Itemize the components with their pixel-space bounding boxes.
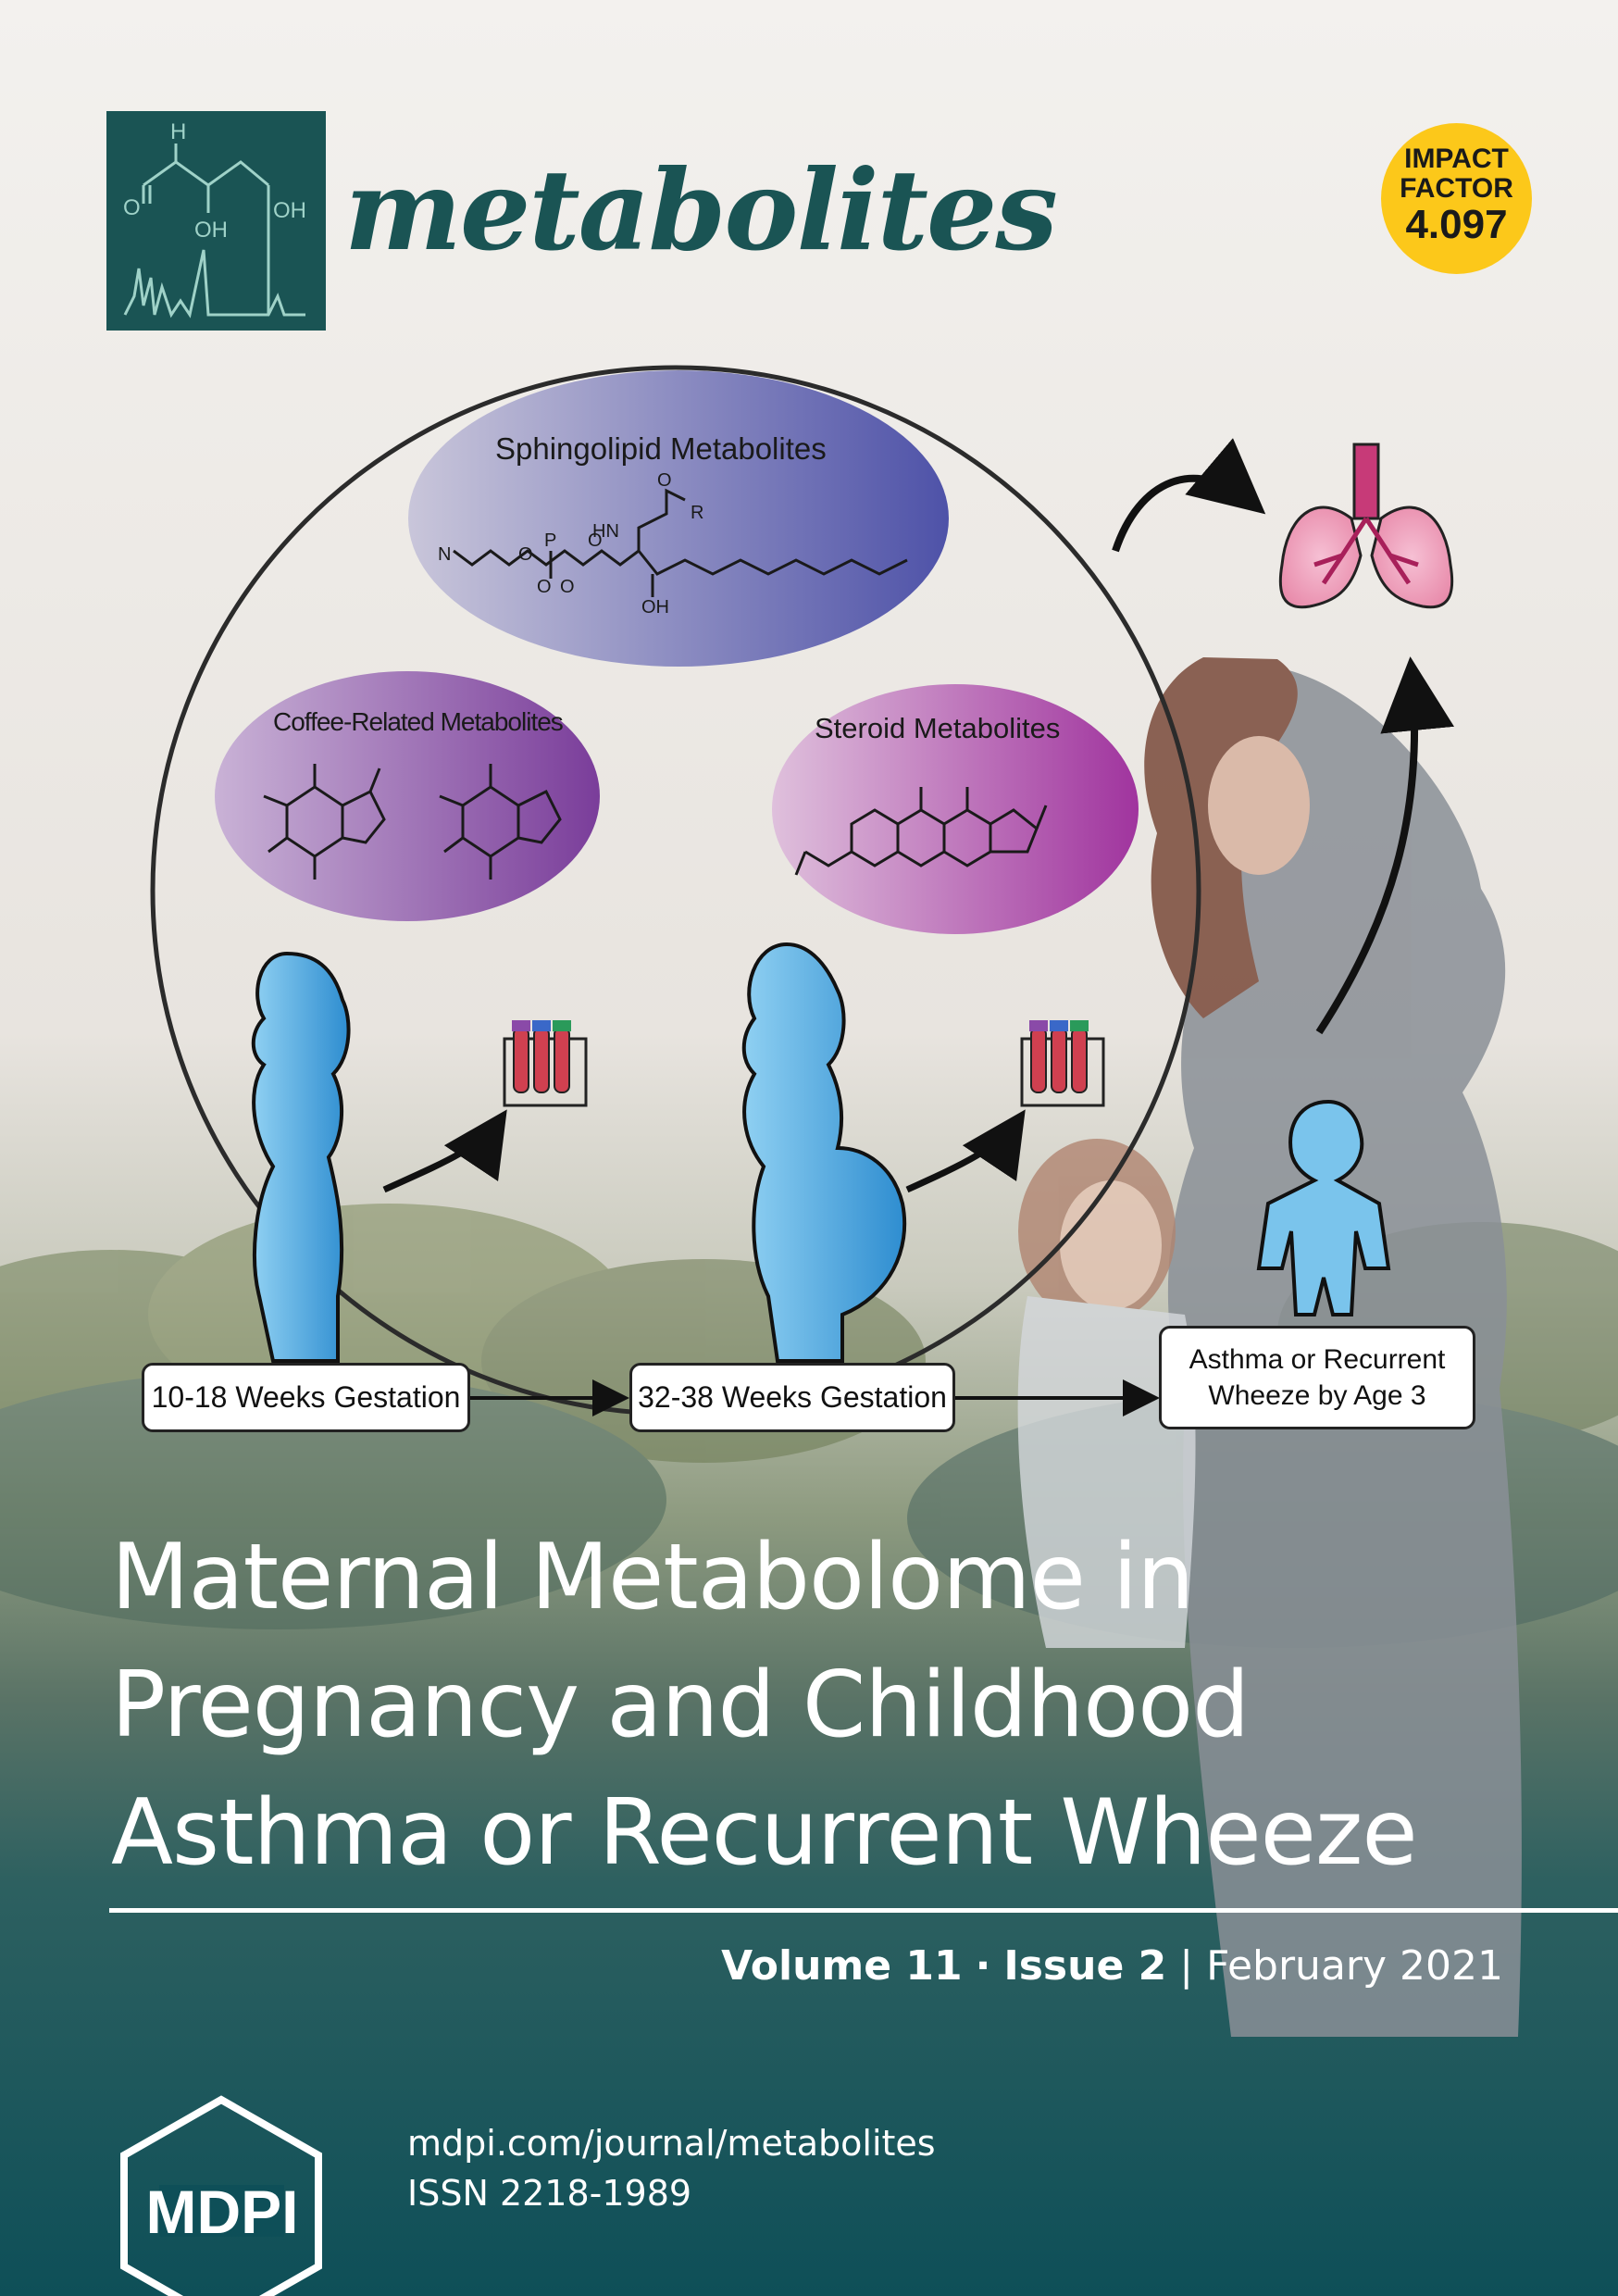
early-pregnancy-figure bbox=[251, 951, 351, 1363]
sphingolipid-structure bbox=[453, 488, 908, 597]
arrow-to-tubes-2 bbox=[905, 1109, 1026, 1193]
timeline-label-outcome-1: Asthma or Recurrent bbox=[1189, 1344, 1446, 1375]
late-pregnancy-figure bbox=[741, 942, 907, 1363]
article-title: Maternal Metabolome in Pregnancy and Chi… bbox=[111, 1514, 1555, 1897]
paraxanthine-structure bbox=[439, 764, 562, 880]
logo-label-oh1: OH bbox=[273, 198, 306, 223]
caffeine-structure bbox=[263, 764, 386, 880]
steroid-oval bbox=[772, 684, 1139, 934]
sphingolipid-oval bbox=[408, 370, 949, 667]
svg-text:P: P bbox=[544, 530, 556, 551]
child-figure bbox=[1256, 1099, 1391, 1316]
svg-text:N: N bbox=[438, 544, 451, 565]
divider-rule bbox=[109, 1908, 1618, 1913]
svg-text:O: O bbox=[588, 530, 603, 551]
mdpi-logo-icon: MDPI bbox=[120, 2095, 322, 2296]
timeline-box-outcome: Asthma or Recurrent Wheeze by Age 3 bbox=[1159, 1326, 1475, 1429]
impact-factor-line1: IMPACT bbox=[1404, 144, 1509, 174]
test-tubes-icon-1 bbox=[503, 1020, 588, 1107]
issue-label: Issue 2 bbox=[1003, 1942, 1167, 1990]
sphingolipid-label: Sphingolipid Metabolites bbox=[495, 431, 827, 466]
arrow-child-to-lungs bbox=[1315, 656, 1454, 1035]
svg-text:O: O bbox=[518, 544, 533, 565]
arrow-to-tubes-1 bbox=[382, 1109, 507, 1193]
steroid-structure bbox=[794, 787, 1048, 876]
timeline-label-late: 32-38 Weeks Gestation bbox=[638, 1379, 947, 1414]
timeline-box-late: 32-38 Weeks Gestation bbox=[629, 1363, 955, 1432]
svg-text:OH: OH bbox=[641, 597, 669, 618]
arrow-into-lungs bbox=[1112, 438, 1266, 553]
svg-text:O: O bbox=[657, 470, 672, 491]
svg-text:R: R bbox=[691, 503, 703, 523]
test-tubes-icon-2 bbox=[1020, 1020, 1105, 1107]
lungs-icon bbox=[1278, 443, 1454, 609]
volume-label: Volume 11 bbox=[721, 1942, 963, 1990]
svg-text:HN: HN bbox=[592, 521, 619, 542]
timeline-box-early: 10-18 Weeks Gestation bbox=[142, 1363, 470, 1432]
timeline-label-early: 10-18 Weeks Gestation bbox=[151, 1379, 461, 1414]
mdpi-logo-text: MDPI bbox=[146, 2177, 299, 2246]
steroid-label: Steroid Metabolites bbox=[815, 712, 1061, 744]
coffee-oval bbox=[215, 671, 600, 921]
journal-url[interactable]: mdpi.com/journal/metabolites bbox=[407, 2123, 936, 2164]
issn: ISSN 2218-1989 bbox=[407, 2173, 692, 2214]
logo-label-h: H bbox=[170, 119, 186, 144]
footer-info: mdpi.com/journal/metabolites ISSN 2218-1… bbox=[407, 2118, 936, 2218]
impact-factor-badge: IMPACT FACTOR 4.097 bbox=[1381, 123, 1532, 274]
svg-text:O: O bbox=[560, 577, 575, 597]
logo-label-oh2: OH bbox=[194, 218, 228, 243]
logo-label-o: O bbox=[123, 195, 141, 220]
impact-factor-line2: FACTOR bbox=[1400, 173, 1513, 204]
journal-logo-icon: H O OH OH bbox=[106, 111, 326, 331]
timeline-label-outcome-2: Wheeze by Age 3 bbox=[1208, 1380, 1426, 1411]
issue-divider: | bbox=[1179, 1942, 1194, 1990]
article-title-line3: Asthma or Recurrent Wheeze bbox=[111, 1780, 1418, 1886]
journal-name: metabolites bbox=[344, 145, 1058, 276]
article-title-line2: Pregnancy and Childhood bbox=[111, 1653, 1250, 1758]
issue-date: February 2021 bbox=[1206, 1942, 1503, 1990]
issue-separator: · bbox=[975, 1942, 991, 1990]
coffee-label: Coffee-Related Metabolites bbox=[273, 707, 564, 736]
impact-factor-value: 4.097 bbox=[1405, 202, 1508, 247]
svg-text:O: O bbox=[537, 577, 552, 597]
article-title-line1: Maternal Metabolome in bbox=[111, 1525, 1194, 1630]
issue-info: Volume 11 · Issue 2 | February 2021 bbox=[721, 1942, 1503, 1990]
